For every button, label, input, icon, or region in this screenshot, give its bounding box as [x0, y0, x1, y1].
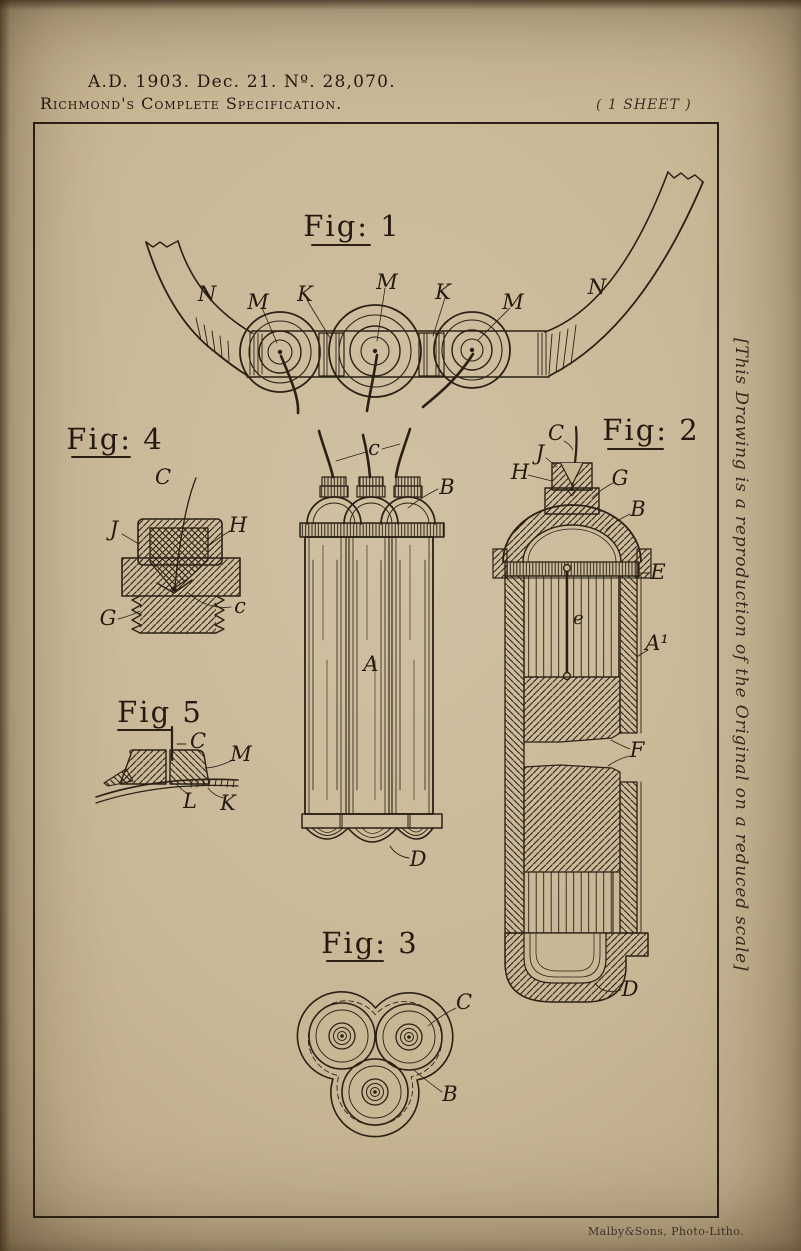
fig1-part-k-right: K — [434, 280, 452, 304]
battery-elevation-drawing — [299, 427, 445, 859]
fig2-part-a1: A¹ — [643, 631, 669, 655]
battery-part-d-bottom: D — [409, 847, 427, 871]
sheet-count-note: ( 1 SHEET ) — [596, 97, 692, 113]
fig2-part-e-rod: e — [573, 608, 584, 629]
fig5-label: Fig 5 — [117, 695, 203, 729]
fig2-part-g: G — [612, 466, 629, 490]
fig4-label: Fig: 4 — [66, 422, 163, 456]
printer-credit: Malby&Sons, Photo-Litho. — [588, 1225, 744, 1238]
fig2-cell-section-drawing — [492, 425, 664, 1003]
fig3-part-b: B — [441, 1082, 457, 1106]
fig4-part-g: G — [100, 606, 117, 630]
fig1-part-m-right: M — [501, 290, 524, 314]
fig4-part-c-top: C — [155, 465, 171, 489]
fig1-part-m-mid: M — [375, 270, 398, 294]
fig5-fitting-detail-drawing — [95, 725, 239, 804]
patent-number-line: A.D. 1903. Dec. 21. Nº. 28,070. — [88, 72, 396, 92]
fig4-part-h: H — [228, 513, 248, 537]
fig2-part-f: F — [629, 738, 646, 762]
fig5-part-c: C — [190, 729, 206, 753]
fig2-part-e-flange: E — [649, 560, 665, 584]
patent-title-line: Richmond's Complete Specification. — [40, 94, 343, 113]
fig5-part-l: L — [182, 789, 197, 813]
fig2-part-h: H — [510, 460, 530, 484]
fig1-part-n-right: N — [587, 275, 607, 299]
fig1-label: Fig: 1 — [303, 209, 400, 243]
battery-part-b-dome: B — [438, 475, 454, 499]
fig5-part-m: M — [229, 742, 252, 766]
fig2-part-j: J — [532, 441, 546, 465]
fig2-part-b: B — [629, 497, 645, 521]
fig5-part-k: K — [219, 791, 237, 815]
fig3-label: Fig: 3 — [321, 926, 418, 960]
fig2-part-d: D — [621, 977, 639, 1001]
fig2-part-c: C — [548, 421, 564, 445]
fig1-part-n-left: N — [197, 282, 217, 306]
fig1-part-k-left: K — [296, 282, 314, 306]
fig3-plan-drawing — [296, 960, 457, 1138]
fig3-part-c: C — [456, 990, 472, 1014]
battery-part-a-body: A — [361, 652, 378, 676]
fig4-part-c-lower: c — [234, 594, 246, 618]
fig2-label: Fig: 2 — [602, 413, 699, 447]
fig4-plug-section-drawing — [71, 456, 241, 634]
fig4-part-j: J — [106, 517, 120, 541]
fig1-band-drawing — [145, 171, 704, 415]
drawing-border-frame — [33, 122, 719, 1218]
reduced-scale-margin-note: [This Drawing is a reproduction of the O… — [731, 338, 751, 972]
battery-part-c-wires: c — [368, 436, 380, 460]
fig1-part-m-left: M — [246, 290, 269, 314]
